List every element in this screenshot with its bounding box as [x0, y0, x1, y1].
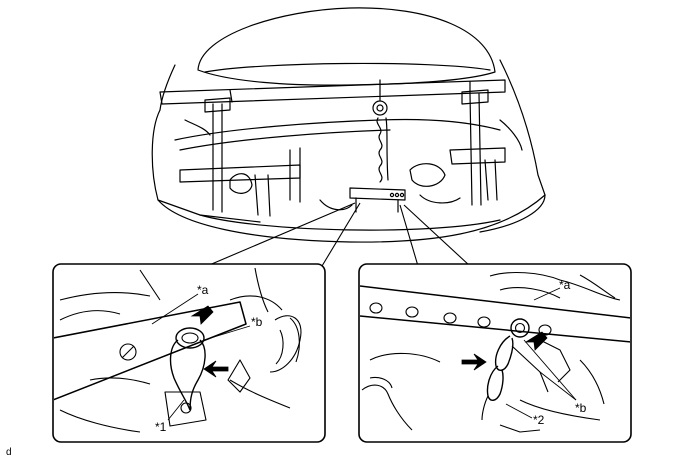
callout-b-left: *b [251, 315, 263, 329]
left-post [212, 103, 223, 213]
arrow-icon [203, 360, 229, 378]
detail-leader-lines [206, 202, 471, 267]
lift-crossbar [159, 79, 506, 105]
arrow-icon [190, 305, 214, 325]
engine-hanger [349, 187, 406, 201]
lift-bracket-bar-left [54, 301, 247, 401]
hood-outline [197, 7, 496, 86]
arrow-icon [524, 331, 548, 351]
figure-id-label: d [6, 447, 12, 458]
hoist-ring [372, 100, 388, 116]
callout-a-right: *a [559, 278, 571, 292]
chain-link-right [494, 335, 514, 371]
left-fender [151, 109, 261, 223]
hook-left [169, 339, 206, 411]
callout-2: *2 [533, 413, 545, 427]
callout-a-left: *a [197, 283, 209, 297]
engine-hanger-bracket-left [164, 391, 207, 427]
hoist-chain [376, 117, 389, 183]
detail-panel-right: *a *b *2 [358, 263, 632, 443]
callout-1: *1 [155, 420, 167, 434]
lift-bracket-bar-right [360, 285, 630, 343]
detail-panel-left: *a *b *1 [52, 263, 326, 443]
front-bumper [157, 194, 546, 243]
callout-b-right: *b [575, 401, 587, 415]
engine-bay-overview [151, 7, 546, 243]
arrow-icon [461, 353, 487, 371]
right-fender [479, 194, 546, 233]
